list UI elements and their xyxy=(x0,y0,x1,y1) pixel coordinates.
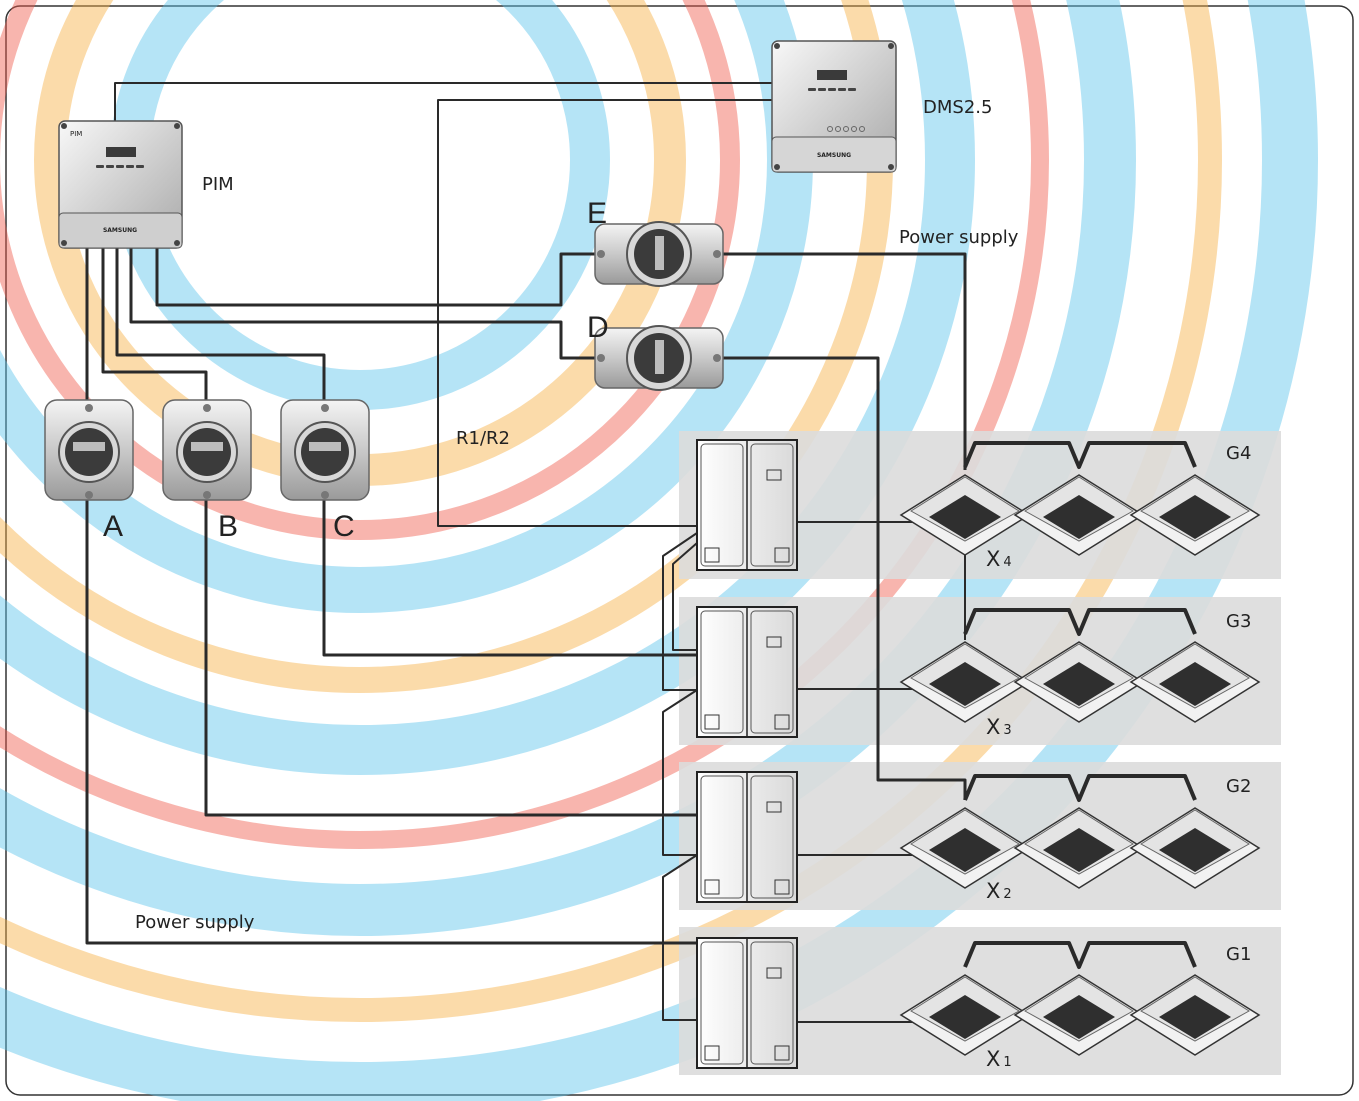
wire-meter-d-g2 xyxy=(722,356,967,800)
indoor-link xyxy=(963,774,1197,802)
meter-e xyxy=(594,221,724,287)
indoor-units xyxy=(899,474,1261,1056)
pim-display xyxy=(106,147,136,157)
indoor-link xyxy=(963,941,1197,969)
outdoor-label-x3-prefix: X xyxy=(986,715,1000,739)
dms-display xyxy=(817,70,847,80)
pim-label: PIM xyxy=(202,174,234,195)
wire-pim-meter-e xyxy=(155,248,597,307)
meter-c-label: C xyxy=(333,510,355,543)
meter-b-label: B xyxy=(218,510,238,543)
indoor-unit xyxy=(1129,474,1261,556)
indoor-link xyxy=(963,441,1197,469)
wire-outdoor-bus-1 xyxy=(662,532,698,691)
wire-pim-meter-b xyxy=(101,248,208,405)
power-supply-bottom-label: Power supply xyxy=(135,912,255,933)
background-arc xyxy=(0,0,975,775)
outdoor-units xyxy=(696,439,798,1069)
wire-outdoor-bus-2 xyxy=(672,542,698,651)
power-supply-top-label: Power supply xyxy=(899,227,1019,248)
background-arc xyxy=(0,0,740,540)
dms-label: DMS2.5 xyxy=(923,97,992,118)
dms-brand: SAMSUNG xyxy=(817,152,851,159)
outdoor-label-x4-prefix: X xyxy=(986,547,1000,571)
meter-e-label: E xyxy=(587,197,607,230)
indoor-unit xyxy=(1013,641,1145,723)
wire-r1r2 xyxy=(437,99,772,527)
background-arc xyxy=(0,0,1136,936)
outdoor-label-x2-prefix: X xyxy=(986,879,1000,903)
pim-brand: SAMSUNG xyxy=(103,227,137,234)
outdoor-label-x1-prefix: X xyxy=(986,1047,1000,1071)
indoor-unit xyxy=(899,974,1031,1056)
meter-c xyxy=(280,399,370,501)
outdoor-label-x2-index: 2 xyxy=(1003,887,1011,902)
outdoor-unit xyxy=(696,439,798,571)
background-arc xyxy=(0,0,1222,1022)
indoor-unit xyxy=(1013,974,1145,1056)
meter-a xyxy=(44,399,134,501)
wire-meter-e-g4 xyxy=(722,252,967,470)
wire-meter-a-x1 xyxy=(85,497,697,945)
wire-pim-meter-d xyxy=(129,248,597,360)
indoor-unit xyxy=(1129,974,1261,1056)
outdoor-unit xyxy=(696,771,798,903)
wire-meter-c-x3 xyxy=(322,497,697,657)
meter-d xyxy=(594,325,724,391)
meter-a-label: A xyxy=(103,510,123,543)
meters xyxy=(44,221,724,501)
wiring xyxy=(85,82,967,1023)
indoor-unit xyxy=(899,807,1031,889)
wire-pim-dms xyxy=(114,82,772,125)
indoor-unit xyxy=(899,474,1031,556)
indoor-links xyxy=(963,441,1197,969)
pim-panel-label: PIM xyxy=(70,130,82,138)
indoor-unit xyxy=(1129,641,1261,723)
wire-outdoor-bus-4 xyxy=(662,854,698,1021)
meter-b xyxy=(162,399,252,501)
indoor-unit xyxy=(1013,474,1145,556)
group-label-g4: G4 xyxy=(1226,443,1251,464)
wire-meter-b-x2 xyxy=(204,497,697,817)
group-label-g2: G2 xyxy=(1226,776,1251,797)
indoor-unit xyxy=(1129,807,1261,889)
group-label-g1: G1 xyxy=(1226,944,1251,965)
outdoor-label-x4-index: 4 xyxy=(1003,555,1011,570)
wire-outdoor-bus-3 xyxy=(662,689,698,856)
group-label-g3: G3 xyxy=(1226,611,1251,632)
dms-device: SAMSUNG xyxy=(771,40,897,173)
wire-pim-meter-c xyxy=(115,248,326,405)
outdoor-unit xyxy=(696,606,798,738)
outdoor-label-x1-index: 1 xyxy=(1003,1055,1011,1070)
indoor-link xyxy=(963,608,1197,636)
background-arc xyxy=(0,0,1049,849)
indoor-unit xyxy=(1013,807,1145,889)
indoor-unit xyxy=(899,641,1031,723)
meter-d-label: D xyxy=(587,311,609,344)
background-arc xyxy=(0,0,1318,1101)
outdoor-label-x3-index: 3 xyxy=(1003,723,1011,738)
pim-device: PIM SAMSUNG xyxy=(58,120,183,249)
r1r2-label: R1/R2 xyxy=(456,428,510,449)
outdoor-unit xyxy=(696,937,798,1069)
